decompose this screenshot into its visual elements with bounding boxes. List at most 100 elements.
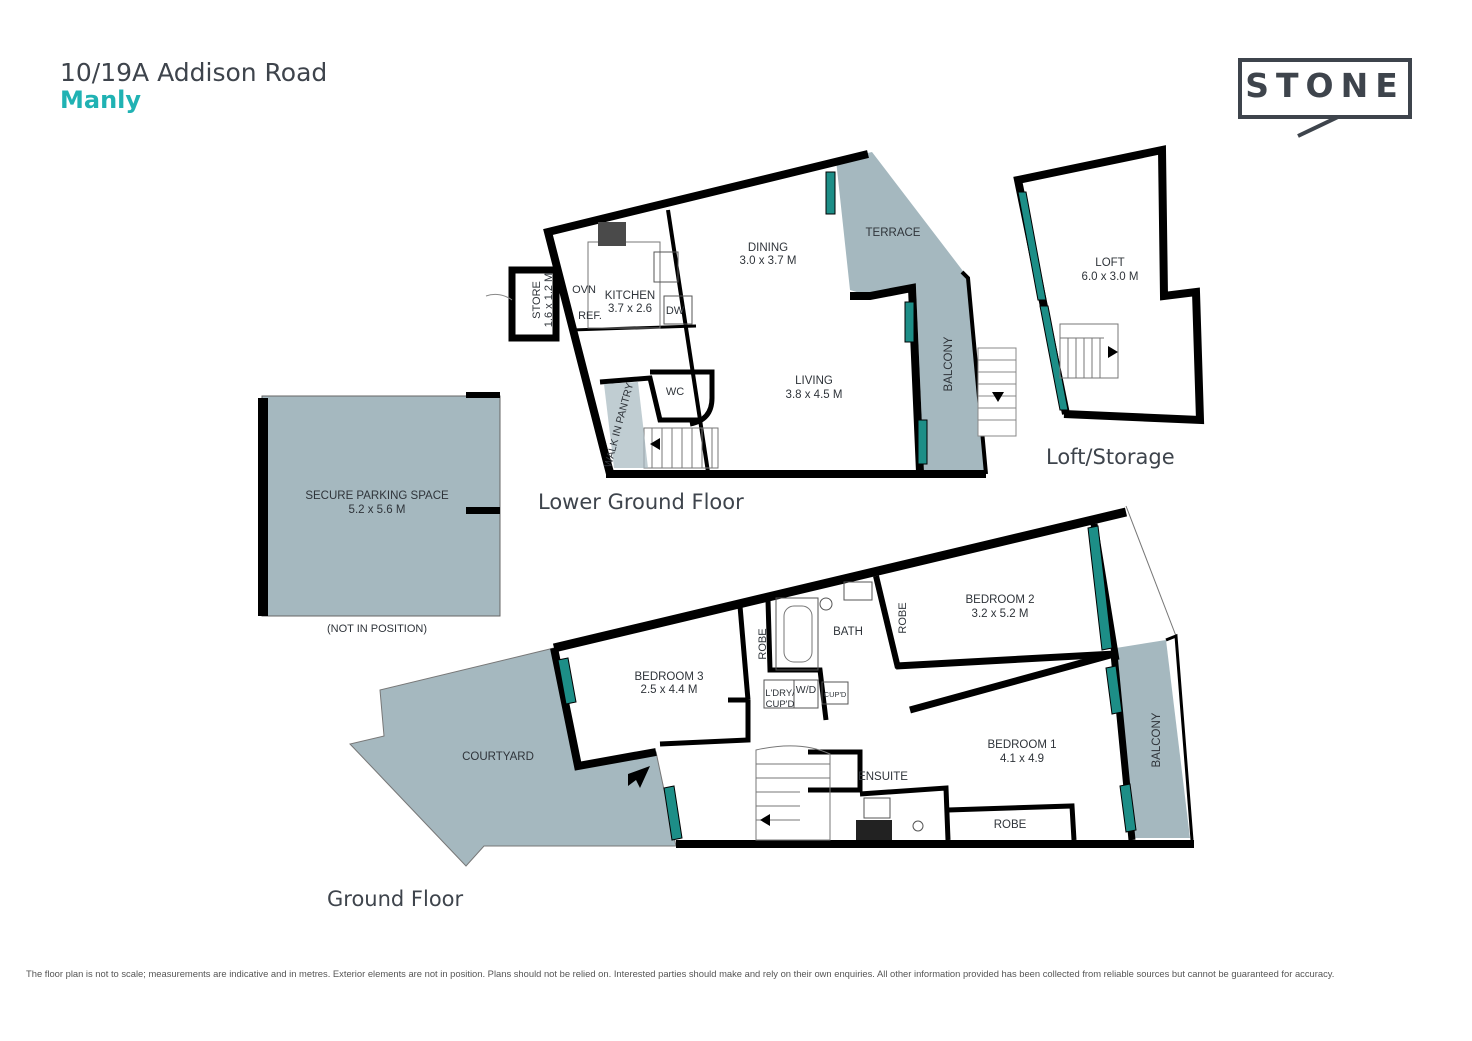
cooktop-icon [598,222,626,246]
bedroom1-label: BEDROOM 1 [987,739,1056,751]
arrow-right-icon [1108,346,1118,358]
bath-label: BATH [833,626,863,638]
wall [550,647,657,771]
window [825,171,836,215]
bathtub-icon [775,597,819,671]
terrace-area [836,152,985,472]
basin-icon [863,797,891,819]
window [917,419,928,465]
loft-label: LOFT [1095,257,1124,269]
shower-icon [912,820,924,832]
loft-floor: LOFT 6.0 x 3.0 M [1013,145,1205,425]
living-size: 3.8 x 4.5 M [786,389,843,401]
loft-size: 6.0 x 3.0 M [1082,271,1139,283]
loft-floor-title: Loft/Storage [1046,445,1175,469]
wall [947,803,1077,841]
wc-label: WC [666,386,684,398]
property-address: 10/19A Addison Road [60,58,328,87]
fridge-label: REF. [578,310,602,322]
balcony-ground-area [1116,640,1190,838]
logo-frame [1238,58,1412,119]
terrace-label: TERRACE [866,227,921,239]
parking-note: (NOT IN POSITION) [327,623,427,635]
bedroom3-size: 2.5 x 4.4 M [641,684,698,696]
balcony-ground-label: BALCONY [1151,712,1163,767]
ensuite-label: ENSUITE [858,771,908,783]
window [1087,525,1113,651]
lower-ground-floor: DINING 3.0 x 3.7 M LIVING 3.8 x 4.5 M KI… [485,150,1017,478]
laundry-label: L'DRY/ [765,688,795,699]
logo-text: STONE [1245,66,1405,105]
window [1119,783,1137,833]
robe-bedroom2-label: ROBE [897,602,909,633]
door-swing [485,293,513,301]
washer-dryer [793,679,819,709]
store-room [508,266,560,342]
parking-label: SECURE PARKING SPACE [305,490,449,502]
kitchen-label: KITCHEN [605,290,655,302]
wall [1165,633,1194,841]
bedroom1-size: 4.1 x 4.9 [1000,753,1044,765]
ground-floor: BEDROOM 3 2.5 x 4.4 M BEDROOM 2 3.2 x 5.… [349,505,1194,867]
wall [569,329,615,475]
wall [650,369,715,427]
wall [737,605,751,701]
robe-bedroom1-label: ROBE [994,819,1027,831]
toilet-icon [819,597,833,611]
dishwasher [663,295,693,325]
stairs-ground [755,745,831,841]
dining-size: 3.0 x 3.7 M [740,255,797,267]
window [1039,305,1069,411]
wall [1013,145,1205,425]
vanity-icon [843,581,873,601]
cupboard-label: CUP'D [824,690,847,699]
ensuite-wall [856,820,892,840]
bathtub-basin [783,605,813,663]
laundry-cupd-label: CUP'D [766,699,795,710]
disclaimer-text: The floor plan is not to scale; measurem… [26,968,1335,979]
oven-label: OVN [572,284,596,296]
parking-area [261,395,501,617]
bedroom3-label: BEDROOM 3 [634,671,703,683]
entry-arrow-icon [628,766,650,788]
wall [466,392,500,398]
balcony-label: BALCONY [943,336,955,391]
dishwasher-label: DW [666,305,685,317]
window [557,657,577,705]
sink-icon [653,251,679,283]
wall [859,785,951,841]
wall [258,398,268,616]
logo-chevron-icon [1297,115,1408,138]
store-label: STORE [531,281,543,319]
dining-label: DINING [748,242,788,254]
bedroom2-label: BEDROOM 2 [965,594,1034,606]
ground-floor-title: Ground Floor [327,887,464,911]
wall [850,283,924,473]
wall [659,700,751,747]
stone-logo: STONE [1238,58,1414,142]
courtyard-label: COURTYARD [462,751,534,763]
wall [552,507,1128,653]
robe-bedroom3-label: ROBE [757,628,769,659]
cupboard [821,681,849,705]
window [904,301,915,343]
store-size: 1.6 x 1.2 M [543,273,555,327]
loft-stairs [1059,323,1119,379]
living-label: LIVING [795,375,833,387]
arrow-down-icon [992,392,1004,402]
wall [599,375,700,423]
window [1017,191,1047,301]
parking-size: 5.2 x 5.6 M [349,504,406,516]
arrow-left-icon [760,814,770,826]
arrow-left-icon [650,438,660,450]
pantry-area [604,382,648,468]
window [1105,665,1123,715]
property-suburb: Manly [60,86,142,114]
washer-dryer-label: W/D [796,684,817,696]
bedroom2-size: 3.2 x 5.2 M [972,608,1029,620]
wall [466,507,500,514]
window [663,785,683,841]
wall [909,650,1115,714]
parking-space: SECURE PARKING SPACE 5.2 x 5.6 M (NOT IN… [258,392,501,635]
